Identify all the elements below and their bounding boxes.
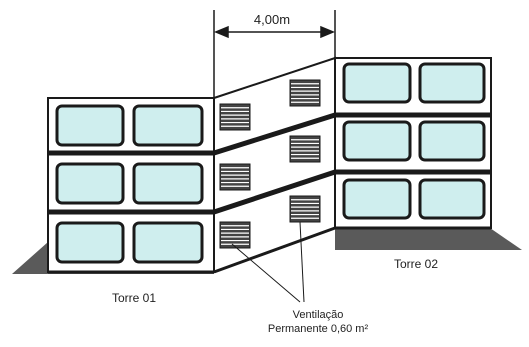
tower-right (334, 57, 492, 230)
louvered-vent-icon (289, 79, 321, 107)
ground-shadow-right (335, 228, 522, 250)
ventilation-label-line1: Ventilação (293, 309, 344, 321)
window-icon (132, 221, 204, 264)
connector-slab (213, 226, 336, 274)
tower-left (47, 97, 215, 274)
ventilation-leaders (231, 221, 305, 303)
louvered-vent-icon (219, 103, 251, 131)
tower-left-label: Torre 01 (112, 291, 156, 305)
tower-right-label: Torre 02 (394, 257, 438, 271)
window-icon (418, 120, 486, 162)
louvered-vent-icon (289, 135, 321, 163)
vent-frame (219, 103, 251, 131)
leader-line (299, 221, 305, 303)
ventilation-label-line2: Permanente 0,60 m² (268, 323, 369, 335)
connector-slab (213, 112, 336, 156)
window-icon (132, 104, 204, 147)
window-icon (418, 178, 486, 220)
vent-frame (289, 195, 321, 223)
louvered-vent-icon (219, 221, 251, 249)
vent-frame (289, 79, 321, 107)
window-icon (132, 162, 204, 205)
window-icon (55, 104, 125, 147)
window-icon (55, 221, 125, 264)
louvered-vent-icon (219, 163, 251, 191)
vent-frame (219, 221, 251, 249)
vents-group (219, 79, 321, 249)
dimension-label: 4,00m (254, 12, 290, 27)
dimension-annotation (213, 10, 336, 98)
vent-frame (289, 135, 321, 163)
arrow-right-icon (320, 25, 335, 39)
window-icon (342, 178, 412, 220)
window-icon (418, 62, 486, 104)
window-icon (342, 120, 412, 162)
louvered-vent-icon (289, 195, 321, 223)
connector-slab (213, 169, 336, 215)
vent-frame (219, 163, 251, 191)
leader-line (231, 243, 301, 303)
window-icon (342, 62, 412, 104)
window-icon (55, 162, 125, 205)
arrow-left-icon (214, 25, 229, 39)
